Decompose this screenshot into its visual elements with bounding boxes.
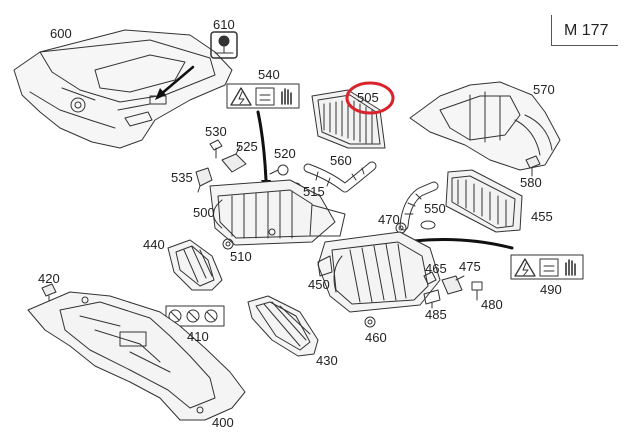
bracket-535[interactable] (195, 167, 213, 193)
part-410-label[interactable]: 410 (187, 329, 209, 344)
warning-label-490[interactable] (510, 254, 584, 280)
nut-510[interactable] (222, 238, 234, 250)
hose-560[interactable] (303, 161, 377, 193)
part-520-label[interactable]: 520 (274, 146, 296, 161)
air-duct-430[interactable] (247, 295, 319, 357)
part-550-label[interactable]: 550 (424, 201, 446, 216)
engine-cover-600[interactable] (13, 29, 233, 149)
sensor-525[interactable] (221, 145, 247, 173)
part-420-label[interactable]: 420 (38, 271, 60, 286)
label-icon-610[interactable] (210, 31, 238, 59)
part-580-label[interactable]: 580 (520, 175, 542, 190)
part-400-label[interactable]: 400 (212, 415, 234, 430)
sensor-475[interactable] (441, 275, 465, 295)
part-525-label[interactable]: 525 (236, 139, 258, 154)
bolt-580[interactable] (525, 155, 541, 177)
clip-520[interactable] (269, 164, 289, 176)
air-duct-440[interactable] (167, 239, 223, 291)
part-530-label[interactable]: 530 (205, 124, 227, 139)
part-560-label[interactable]: 560 (330, 153, 352, 168)
part-450-label[interactable]: 450 (308, 277, 330, 292)
part-540-label[interactable]: 540 (258, 67, 280, 82)
part-470-label[interactable]: 470 (378, 212, 400, 227)
fitting-485[interactable] (423, 289, 441, 309)
part-480-label[interactable]: 480 (481, 297, 503, 312)
hose-550[interactable] (399, 181, 439, 231)
part-505-label[interactable]: 505 (357, 90, 379, 105)
part-465-label[interactable]: 465 (425, 261, 447, 276)
part-500-label[interactable]: 500 (193, 205, 215, 220)
model-code: M 177 (564, 22, 609, 39)
part-475-label[interactable]: 475 (459, 259, 481, 274)
screw-480[interactable] (471, 281, 483, 301)
part-490-label[interactable]: 490 (540, 282, 562, 297)
part-430-label[interactable]: 430 (316, 353, 338, 368)
bolt-530[interactable] (209, 139, 223, 159)
underbody-panel-400[interactable] (27, 291, 246, 421)
nut-460[interactable] (364, 316, 376, 328)
air-filter-455[interactable] (445, 169, 523, 233)
part-515-label[interactable]: 515 (303, 184, 325, 199)
connector-465[interactable] (423, 271, 437, 285)
part-600-label[interactable]: 600 (50, 26, 72, 41)
intake-cover-570[interactable] (409, 81, 561, 171)
warning-label-540[interactable] (226, 83, 300, 109)
model-code-box: M 177 (551, 15, 618, 46)
part-460-label[interactable]: 460 (365, 330, 387, 345)
part-485-label[interactable]: 485 (425, 307, 447, 322)
air-filter-housing-500[interactable] (209, 179, 346, 246)
part-455-label[interactable]: 455 (531, 209, 553, 224)
part-610-label[interactable]: 610 (213, 17, 235, 32)
air-filter-housing-450[interactable] (317, 231, 441, 313)
part-440-label[interactable]: 440 (143, 237, 165, 252)
air-filter-505[interactable] (311, 81, 395, 149)
part-570-label[interactable]: 570 (533, 82, 555, 97)
part-510-label[interactable]: 510 (230, 249, 252, 264)
part-535-label[interactable]: 535 (171, 170, 193, 185)
